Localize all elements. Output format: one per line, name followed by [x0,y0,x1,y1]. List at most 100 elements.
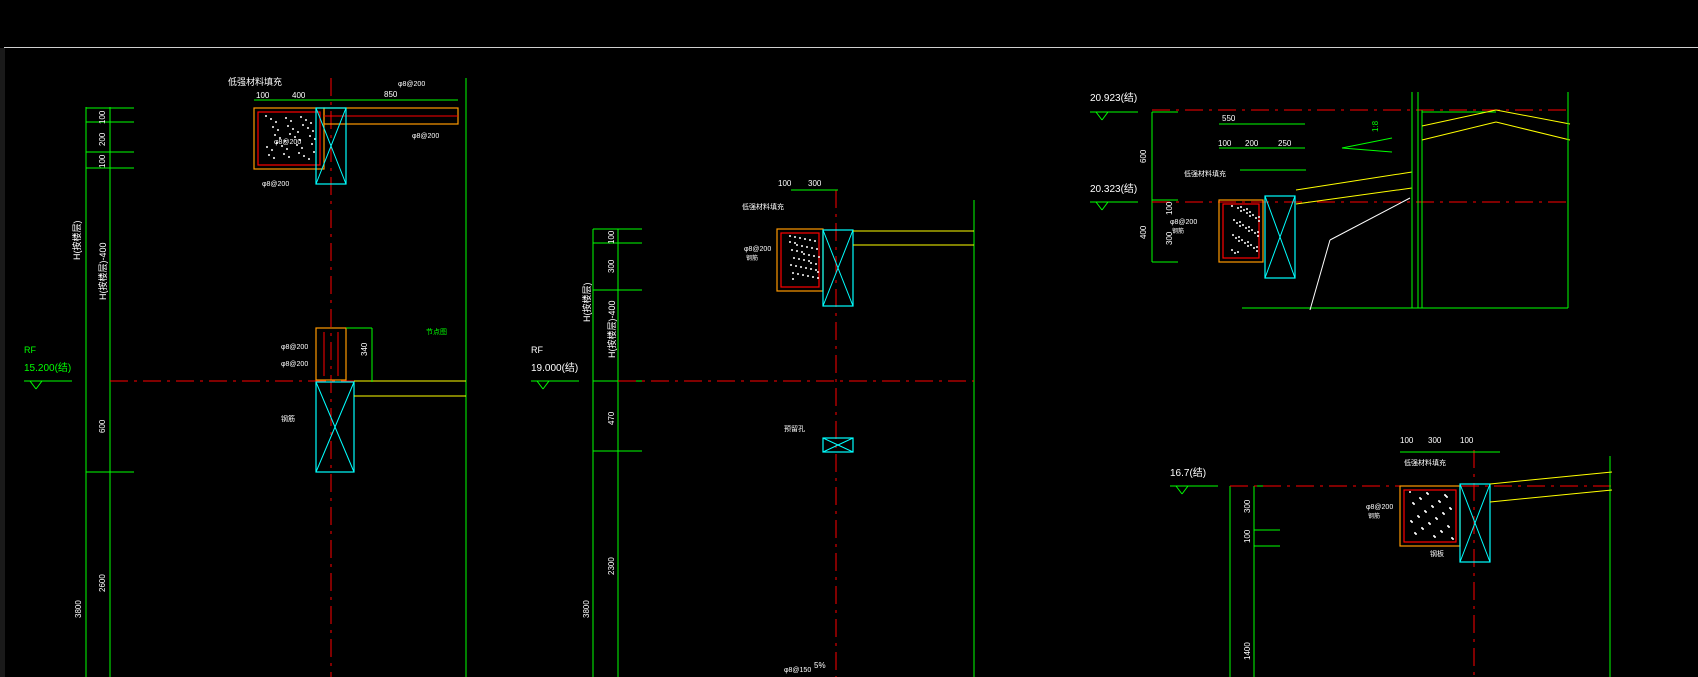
note-mid: 钢筋 [281,414,295,423]
elevation-label: 16.7(结) [1170,466,1206,479]
note-bottom: 钢板 [1430,549,1444,558]
fill-dot [1424,510,1426,512]
fill-dot [1444,494,1446,496]
cad-line [1181,485,1189,495]
fill-dot [1257,235,1259,237]
fill-dot [803,253,805,255]
fill-dot [812,276,814,278]
fill-dot [817,271,819,273]
rf-label: RF [24,345,36,355]
rebar-label: φ8@200 [274,139,301,146]
fill-dot [1256,246,1258,248]
rebar-label: φ8@200 [281,344,308,351]
dim-v: 2300 [607,557,616,575]
rebar-label: 钢筋 [746,254,758,262]
fill-dot [1433,535,1435,537]
fill-dot [814,240,816,242]
cad-line [1175,485,1183,495]
fill-dot [791,249,793,251]
cad-line [1309,239,1331,311]
dim-v: 100 [1165,201,1174,215]
fill-dot [818,256,820,258]
detail-2: RF 19.000(结) 100 300 低强材料填充 φ8@200 钢筋 预留… [531,179,826,674]
fill-dot [794,236,796,238]
fill-dot [285,117,287,119]
fill-dot [271,149,273,151]
cad-rect [1222,203,1260,259]
fill-dot [1250,244,1252,246]
cad-line [315,107,347,185]
fill-dot [1248,230,1250,232]
fill-dot [1440,530,1442,532]
fill-dot [802,274,804,276]
cad-line [1421,109,1497,127]
fill-dot [275,121,277,123]
fill-dot [1235,237,1237,239]
fill-dot [1240,206,1242,208]
fill-dot [308,158,310,160]
height-label: H(按楼层)-400 [97,242,108,300]
rebar-label: φ8@200 [281,361,308,368]
fill-dot [1257,231,1259,233]
fill-dot [1246,212,1248,214]
dim-850: 850 [384,90,398,99]
fill-dot [808,260,810,262]
fill-dot [298,152,300,154]
dim-v: 100 [98,154,107,168]
cad-line [1495,121,1571,141]
elevation-label: 19.000(结) [531,361,578,374]
dim-v: 3800 [582,600,591,618]
fill-dot [290,120,292,122]
dim-100: 100 [1460,436,1474,445]
fill-dot [807,275,809,277]
fill-dot [805,267,807,269]
fill-dot [795,265,797,267]
fill-dot [804,238,806,240]
fill-dot [1449,507,1451,509]
fill-dot [813,255,815,257]
dim-v: 300 [1165,231,1174,245]
cad-rect [315,381,355,473]
fill-dot [296,144,298,146]
fill-dot [302,124,304,126]
fill-dot [283,153,285,155]
dim-v: 100 [98,110,107,124]
dim-250: 250 [1278,139,1292,148]
cad-line [1489,471,1613,485]
detail-1: RF 15.200(结) 低强材料填充 100 400 850 φ8@200 φ… [24,76,447,618]
fill-dot [1247,245,1249,247]
fill-dot [792,278,794,280]
dim-300: 300 [808,179,822,188]
fill-dot [313,151,315,153]
dim-400: 400 [292,91,306,100]
fill-dot [1232,234,1234,236]
fill-dot [1241,239,1243,241]
fill-dot [1255,217,1257,219]
dim-200: 200 [1245,139,1259,148]
fill-dot [281,145,283,147]
rebar-label: φ8@200 [1170,219,1197,226]
fill-dot [794,242,796,244]
rebar-label: φ8@200 [398,81,425,88]
cad-line [1101,201,1109,211]
cad-rect [822,437,854,453]
cad-rect [1264,195,1296,279]
cad-rect [780,232,820,288]
dim-v: 400 [1139,225,1148,239]
fill-dot [1256,250,1258,252]
note-green: 节点图 [426,328,447,336]
fill-dot [1447,525,1449,527]
dim-100: 100 [1218,139,1232,148]
dim-100: 100 [1400,436,1414,445]
fill-dot [1237,207,1239,209]
fill-dot [816,248,818,250]
fill-dot [1451,537,1453,539]
fill-dot [801,245,803,247]
fill-dot [1417,515,1419,517]
fill-dot [284,140,286,142]
fill-dot [789,235,791,237]
cad-line [1095,201,1103,211]
fill-dot [1409,491,1411,493]
